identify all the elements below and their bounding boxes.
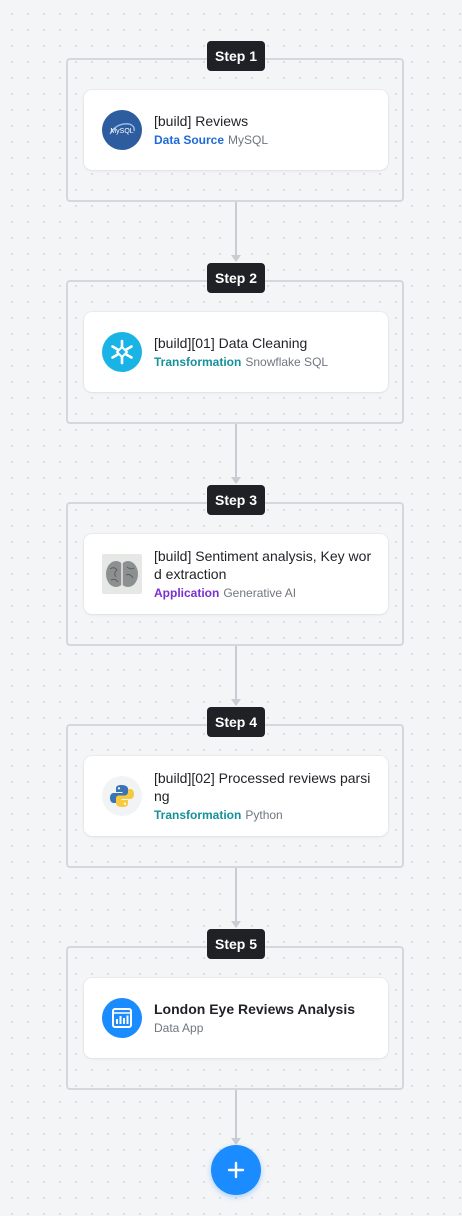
connector-line: [231, 1090, 241, 1145]
connector-line: [231, 424, 241, 484]
svg-text:MySQL: MySQL: [110, 128, 133, 135]
card-title: London Eye Reviews Analysis: [154, 1000, 355, 1017]
card-tech: Snowflake SQL: [245, 354, 329, 369]
step-label: Step 1: [207, 41, 265, 71]
step-label: Step 5: [207, 929, 265, 959]
data-app-icon: [102, 998, 142, 1038]
plus-icon: [227, 1161, 245, 1179]
card-subtitle: Data App: [154, 1019, 378, 1037]
step-card-processed-reviews[interactable]: [build][02] Processed reviews parsing Tr…: [84, 756, 388, 836]
mysql-icon: MySQL: [102, 110, 142, 150]
snowflake-icon: [102, 332, 142, 372]
add-step-button[interactable]: [211, 1145, 261, 1195]
card-type: Transformation: [154, 807, 242, 822]
card-tech: Python: [245, 807, 283, 822]
card-type: Data Source: [154, 132, 225, 147]
card-title: [build] Sentiment analysis, Key word ext…: [154, 547, 372, 582]
card-tech: Generative AI: [223, 585, 297, 600]
step-label: Step 2: [207, 263, 265, 293]
card-title: [build][02] Processed reviews parsing: [154, 769, 371, 804]
card-tech: Data App: [154, 1020, 204, 1035]
card-tech: MySQL: [228, 132, 269, 147]
step-card-data-cleaning[interactable]: [build][01] Data Cleaning Transformation…: [84, 312, 388, 392]
step-label: Step 3: [207, 485, 265, 515]
step-card-london-eye-analysis[interactable]: London Eye Reviews Analysis Data App: [84, 978, 388, 1058]
connector-line: [231, 868, 241, 928]
card-type: Application: [154, 585, 220, 600]
brain-icon: [102, 554, 142, 594]
step-card-sentiment-analysis[interactable]: [build] Sentiment analysis, Key word ext…: [84, 534, 388, 614]
connector-line: [231, 646, 241, 706]
python-icon: [102, 776, 142, 816]
card-title: [build] Reviews: [154, 112, 249, 129]
step-label: Step 4: [207, 707, 265, 737]
connector-line: [231, 202, 241, 262]
card-title: [build][01] Data Cleaning: [154, 334, 308, 351]
card-type: Transformation: [154, 354, 242, 369]
